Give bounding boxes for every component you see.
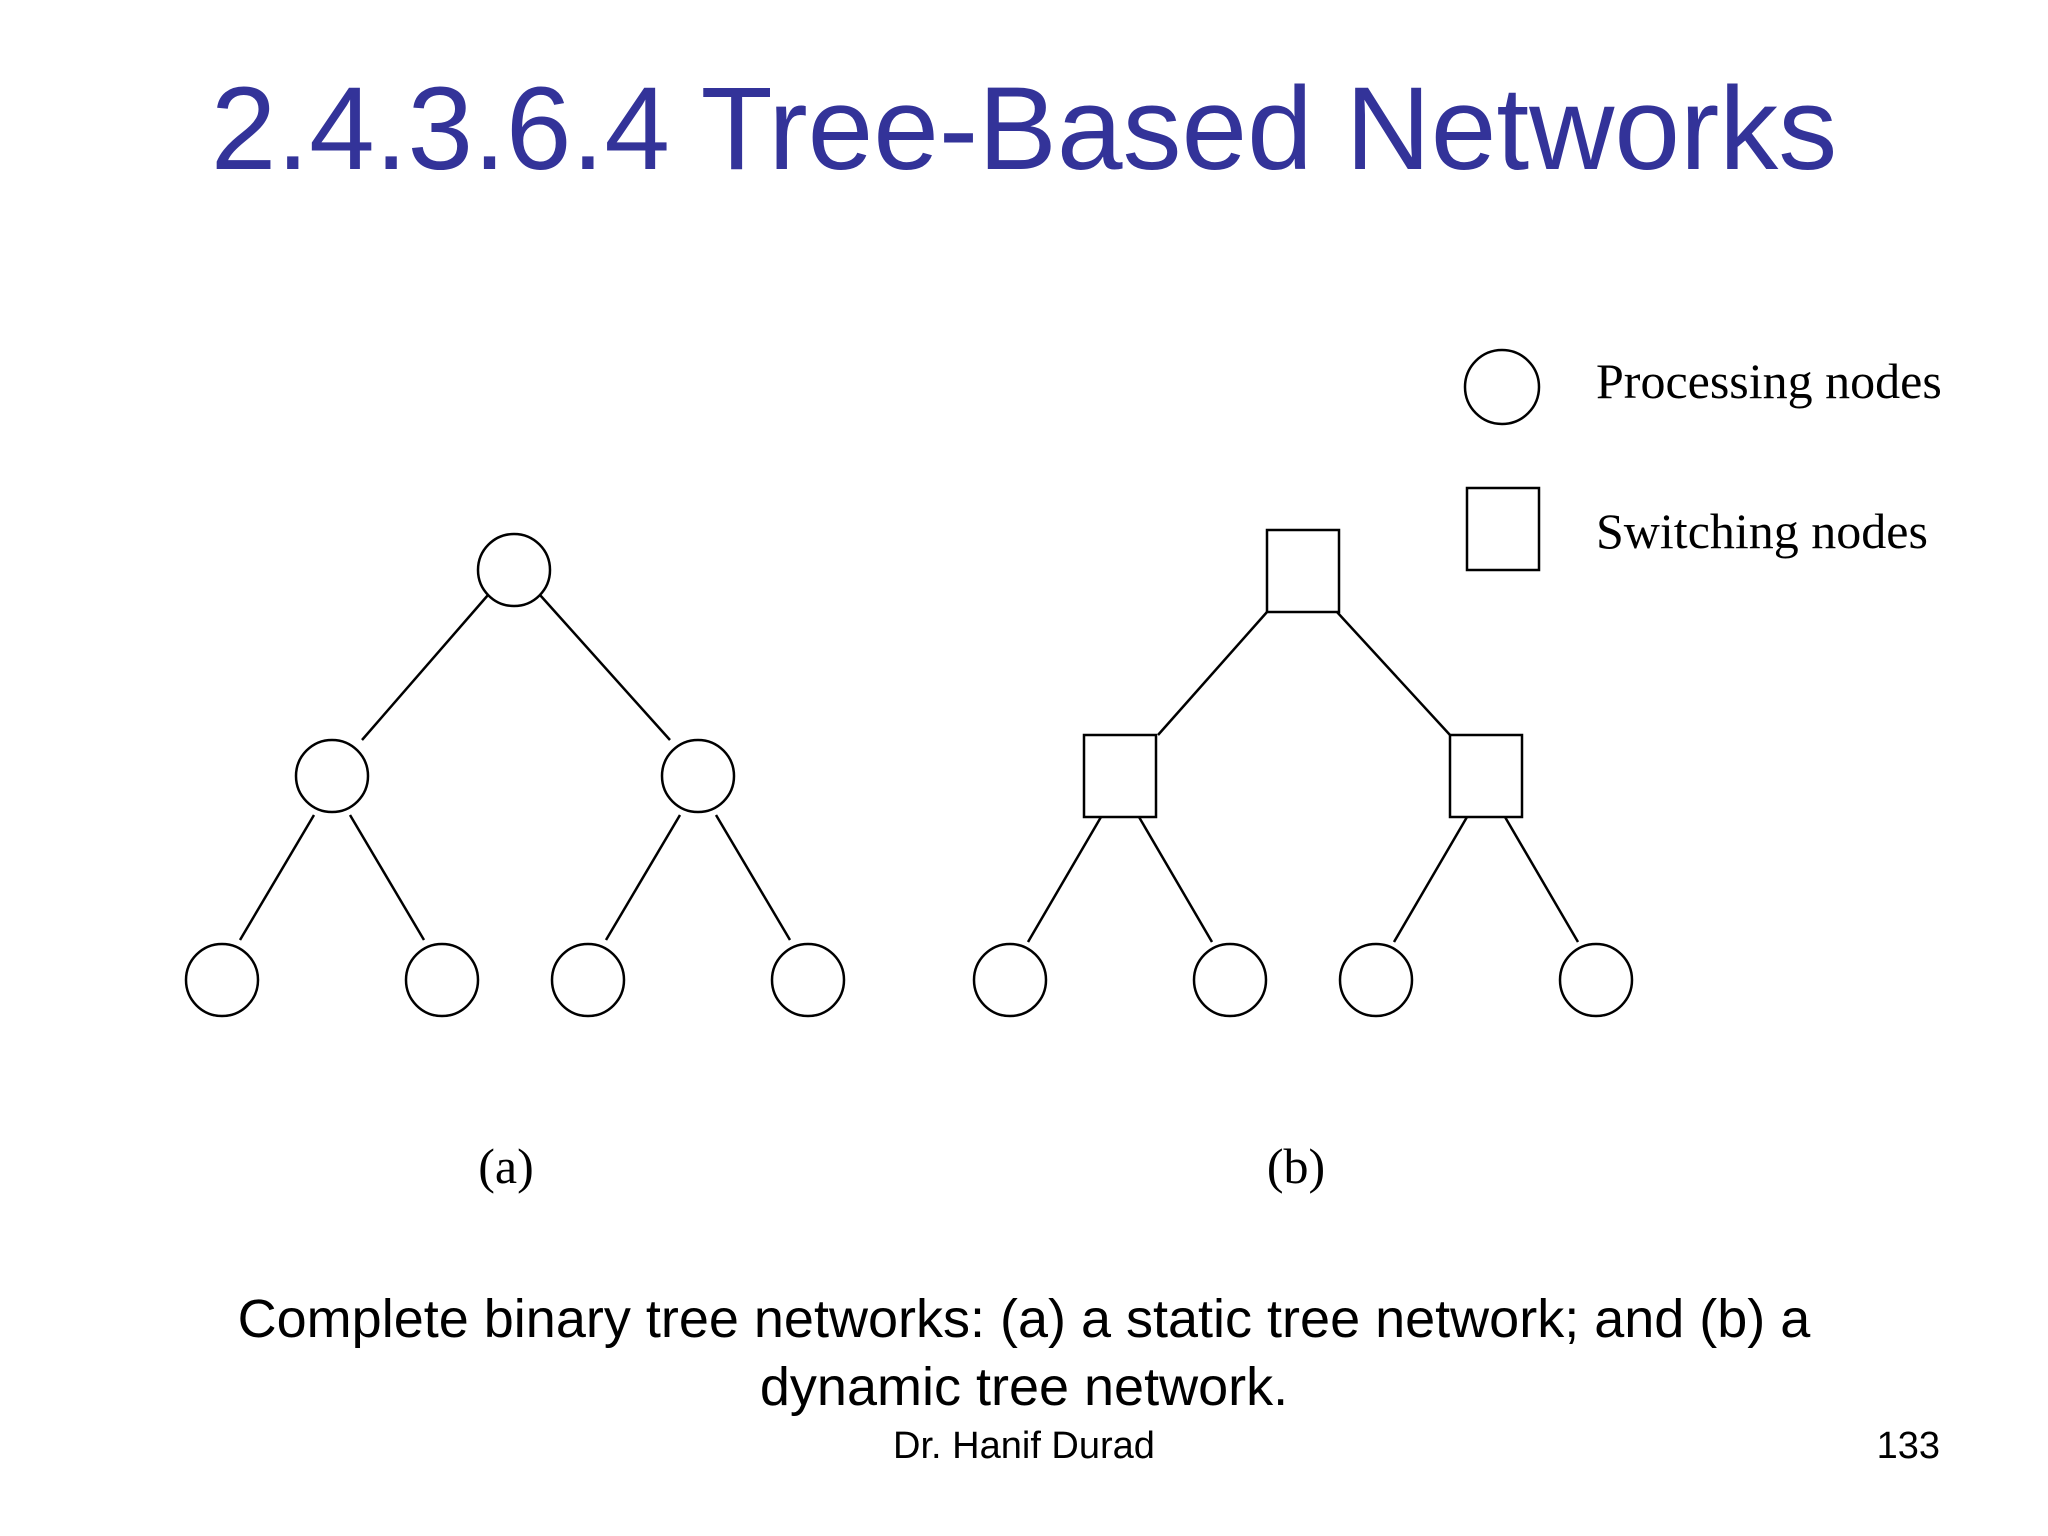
caption-line-2: dynamic tree network. [759, 1357, 1289, 1417]
tree-b-leaf-processing-node [1558, 942, 1634, 1018]
legend-processing-label: Processing nodes [1596, 353, 1942, 409]
tree-a-edges [238, 594, 792, 941]
tree-a-left-processing-node [294, 738, 370, 814]
page-number: 133 [1876, 1425, 1940, 1467]
figure-caption: Complete binary tree networks: (a) a sta… [0, 1285, 2048, 1421]
tree-a-leaf-processing-node [184, 942, 260, 1018]
tree-b-edges [1026, 611, 1580, 943]
footer-author: Dr. Hanif Durad [893, 1425, 1155, 1467]
slide-title: 2.4.3.6.4 Tree-Based Networks [210, 63, 1838, 195]
tree-b-leaf-processing-node [1192, 942, 1268, 1018]
tree-b-leaf-processing-node [1338, 942, 1414, 1018]
legend-switching-label: Switching nodes [1596, 503, 1928, 559]
tree-a-right-processing-node [660, 738, 736, 814]
tree-b-label: (b) [1267, 1138, 1325, 1194]
tree-a-leaf-processing-node [770, 942, 846, 1018]
tree-a-label: (a) [478, 1138, 534, 1194]
tree-a-root-processing-node [476, 532, 552, 608]
legend-processing-node-icon [1463, 348, 1541, 426]
caption-line-1: Complete binary tree networks: (a) a sta… [237, 1289, 1811, 1349]
legend-switching-node-icon [1465, 486, 1541, 572]
tree-a-leaf-processing-node [404, 942, 480, 1018]
tree-b-root-switching-node [1265, 528, 1341, 614]
tree-a-leaf-processing-node [550, 942, 626, 1018]
tree-b-left-switching-node [1082, 733, 1158, 819]
tree-b-leaf-processing-node [972, 942, 1048, 1018]
tree-b-right-switching-node [1448, 733, 1524, 819]
